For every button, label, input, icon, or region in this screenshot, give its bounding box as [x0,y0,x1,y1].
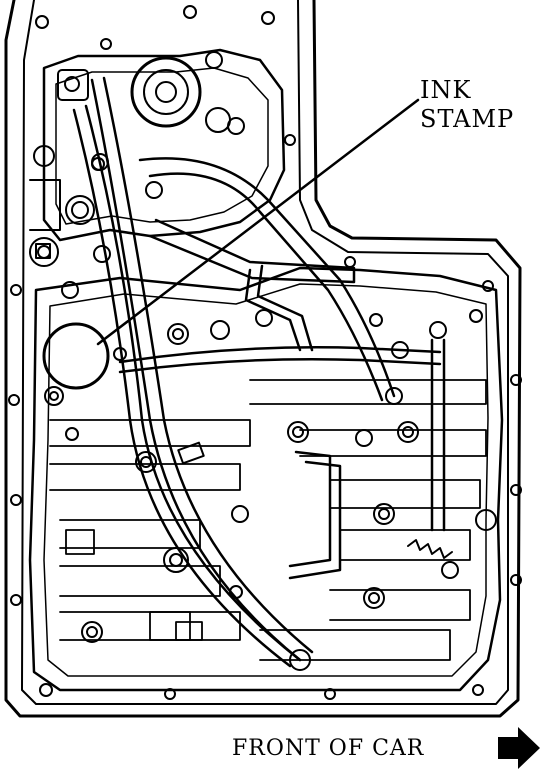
ink-stamp-callout: INK STAMP [420,76,514,134]
right-arrow-icon [498,727,540,769]
lower-valve-body [28,266,504,692]
front-of-car-label: FRONT OF CAR [232,736,425,761]
case-outline [4,0,522,718]
spring [407,539,453,559]
valve-bores [49,379,487,661]
valve-body-bolts [44,281,497,643]
case-inner-outline [21,0,509,705]
callout-leader-line [96,98,420,346]
upper-valve-plate [42,48,286,242]
callout-line-1: INK [420,76,472,104]
callout-line-2: STAMP [420,105,515,133]
tube-clips [91,153,403,671]
oil-tubes [72,76,446,668]
top-servo [130,51,245,135]
left-components [29,69,163,267]
ink-stamp-circle [42,322,110,390]
